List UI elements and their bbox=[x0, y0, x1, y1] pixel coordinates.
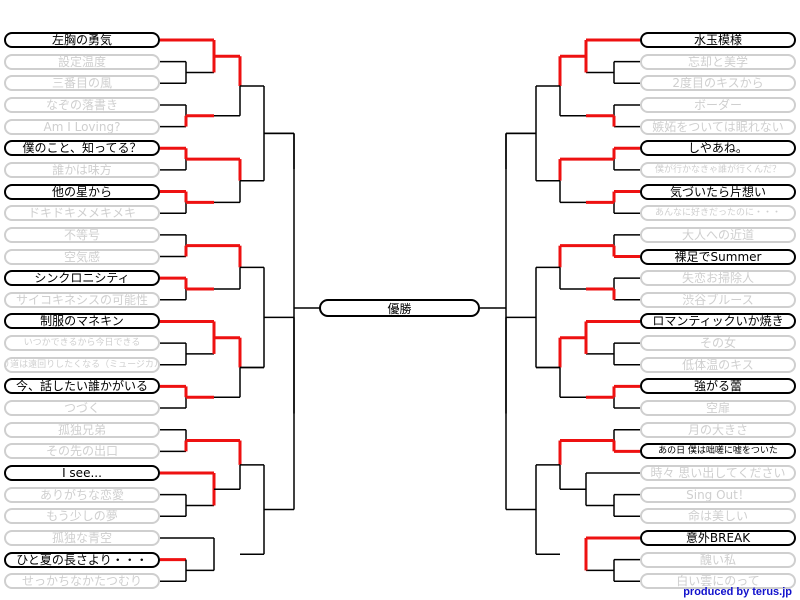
bracket-entry[interactable]: その女 bbox=[640, 335, 796, 352]
bracket-entry[interactable]: 他の星から bbox=[4, 183, 160, 200]
credit-link[interactable]: produced by terus.jp bbox=[683, 586, 792, 598]
bracket-entry[interactable]: 水玉模様 bbox=[640, 32, 796, 48]
bracket-entry[interactable]: あの日 僕は咄嗟に嘘をついた bbox=[640, 443, 796, 460]
bracket-entry[interactable]: いつかできるから今日できる bbox=[4, 335, 160, 352]
bracket-entry[interactable]: 制服のマネキン bbox=[4, 313, 160, 330]
bracket-entry[interactable]: 忘却と美学 bbox=[640, 53, 796, 70]
bracket-entry[interactable]: なぞの落書き bbox=[4, 96, 160, 113]
bracket-entry[interactable]: しやあね。 bbox=[640, 140, 796, 157]
bracket-entry[interactable]: 渋谷ブルース bbox=[640, 291, 796, 308]
bracket-entry[interactable]: 裸足でSummer bbox=[640, 248, 796, 265]
bracket-entry[interactable]: シンクロニシティ bbox=[4, 270, 160, 287]
bracket-entry[interactable]: 2度目のキスから bbox=[640, 75, 796, 92]
bracket-entry[interactable]: Am I Loving? bbox=[4, 118, 160, 135]
bracket-entry[interactable]: サイコキネシスの可能性 bbox=[4, 291, 160, 308]
bracket-entry[interactable]: 誰かは味方 bbox=[4, 161, 160, 178]
bracket-entry[interactable]: つづく bbox=[4, 400, 160, 417]
bracket-entry[interactable]: Sing Out！ bbox=[640, 486, 796, 503]
bracket-entry[interactable]: 三番目の風 bbox=[4, 75, 160, 92]
bracket-entry[interactable]: ひと夏の長さより・・・ bbox=[4, 551, 160, 568]
bracket-entry[interactable]: もう少しの夢 bbox=[4, 508, 160, 525]
bracket-entry[interactable]: 僕が行かなきゃ誰が行くんだ？ bbox=[640, 161, 796, 178]
bracket-entry[interactable]: 強がる蕾 bbox=[640, 378, 796, 395]
bracket-entry[interactable]: 意外BREAK bbox=[640, 529, 796, 546]
bracket-entry[interactable]: 空気感 bbox=[4, 248, 160, 265]
bracket-entry[interactable]: 月の大きさ bbox=[640, 421, 796, 438]
bracket-entry[interactable]: その先の出口 bbox=[4, 443, 160, 460]
bracket-entry[interactable]: せっかちなかたつむり bbox=[4, 573, 160, 590]
bracket-entry[interactable]: 空扉 bbox=[640, 400, 796, 417]
bracket-entry[interactable]: 白い雲にのって bbox=[640, 573, 796, 590]
bracket-entry[interactable]: ロマンティックいか焼き bbox=[640, 313, 796, 330]
bracket-entry[interactable]: 失恋お掃除人 bbox=[640, 270, 796, 287]
bracket-entry[interactable]: ドキドキメメキメキ bbox=[4, 205, 160, 222]
bracket-entry[interactable]: 設定温度 bbox=[4, 53, 160, 70]
bracket-entry[interactable]: 嫉妬をついては眠れない bbox=[640, 118, 796, 135]
bracket-entry[interactable]: 僕のこと、知ってる？ bbox=[4, 140, 160, 157]
bracket-entry[interactable]: 命は美しい bbox=[640, 508, 796, 525]
bracket-entry[interactable]: 時々 思い出してください bbox=[640, 465, 796, 481]
bracket-entry[interactable]: ありがちな恋愛 bbox=[4, 486, 160, 503]
bracket-entry[interactable]: 不等号 bbox=[4, 226, 160, 243]
bracket-entry[interactable]: 醜い私 bbox=[640, 551, 796, 568]
bracket-entry[interactable]: 孤独な青空 bbox=[4, 529, 160, 546]
bracket-entry[interactable]: 気づいたら片想い bbox=[640, 183, 796, 200]
bracket-entry[interactable]: あんなに好きだったのに・・・ bbox=[640, 205, 796, 222]
bracket-entry[interactable]: 孤独兄弟 bbox=[4, 421, 160, 438]
bracket-entry[interactable]: ボーダー bbox=[640, 96, 796, 113]
bracket-entry[interactable]: I see... bbox=[4, 465, 160, 481]
final-winner-box: 優勝 bbox=[319, 299, 480, 317]
bracket-entry[interactable]: 左胸の勇気 bbox=[4, 32, 160, 48]
bracket-entry[interactable]: 大人への近道 bbox=[640, 226, 796, 243]
bracket-entry[interactable]: 低体温のキス bbox=[640, 356, 796, 373]
bracket-entry[interactable]: 今、話したい誰かがいる bbox=[4, 378, 160, 395]
bracket-entry[interactable]: 帰り道は遠回りしたくなる（ミュージカル） bbox=[4, 356, 160, 373]
